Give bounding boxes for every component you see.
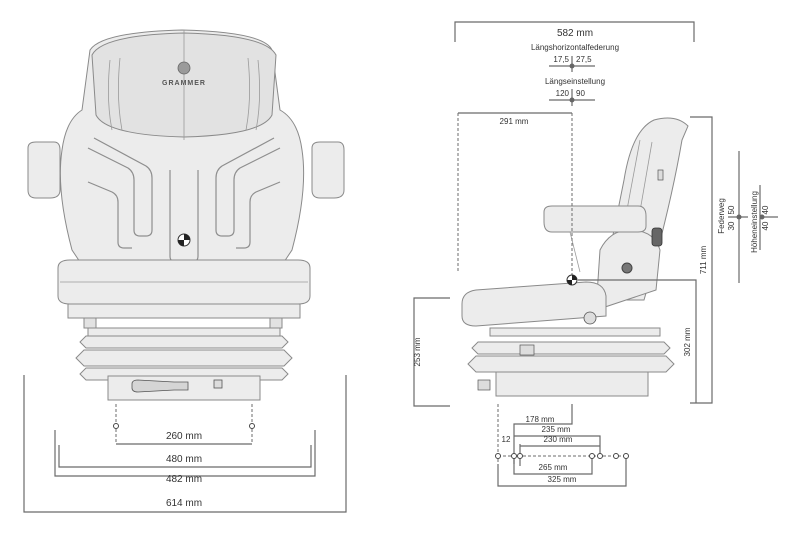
fore-aft-back: 120 (556, 89, 570, 98)
side-base-box (495, 371, 649, 397)
backrest-groove (236, 181, 281, 249)
suspension-travel-down: 30 (727, 221, 736, 230)
front-view-seat: GRAMMER (27, 29, 345, 401)
front-dimensions (23, 375, 347, 513)
horizontal-suspension-label: Längshorizontalfederung (531, 43, 619, 52)
dim-325: 325 mm (548, 475, 577, 484)
suspension-bellow (79, 335, 289, 349)
dim-235: 235 mm (542, 425, 571, 434)
side-bellow (467, 355, 675, 373)
left-armrest (27, 141, 61, 199)
side-dimensions (413, 21, 778, 487)
backrest-groove (87, 137, 153, 237)
dim-482: 482 mm (166, 474, 202, 485)
dim-178: 178 mm (526, 415, 555, 424)
fore-aft-label: Längseinstellung (545, 77, 605, 86)
dim-12: 12 (502, 435, 511, 444)
side-view-seat (461, 117, 689, 397)
dim-582: 582 mm (557, 28, 593, 39)
dim-614: 614 mm (166, 498, 202, 509)
height-adjustment-down: 40 (761, 221, 770, 230)
right-armrest (311, 141, 345, 199)
dim-230: 230 mm (544, 435, 573, 444)
adjustment-lever-icon (131, 379, 189, 393)
height-adjustment-up: 40 (761, 205, 770, 214)
suspension-travel-up: 50 (727, 205, 736, 214)
brand-label: GRAMMER (162, 80, 206, 87)
seat-frame (67, 303, 301, 319)
weight-indicator-icon (213, 379, 223, 389)
dim-265: 265 mm (539, 463, 568, 472)
side-armrest (543, 205, 647, 233)
side-seat-cushion (461, 281, 607, 327)
backrest-groove (215, 137, 281, 237)
suspension-travel-label: Federweg (717, 198, 726, 234)
dim-291: 291 mm (500, 117, 529, 126)
side-rail (489, 327, 661, 337)
backrest-groove (87, 181, 132, 249)
dim-253: 253 mm (413, 337, 422, 366)
dim-302: 302 mm (683, 327, 692, 356)
suspension-plate (87, 327, 281, 337)
horizontal-suspension-back: 17,5 (553, 55, 569, 64)
side-knob-icon (651, 227, 663, 247)
dim-480: 480 mm (166, 454, 202, 465)
dim-260: 260 mm (166, 431, 202, 442)
dim-711: 711 mm (699, 246, 708, 275)
horizontal-suspension-forward: 27,5 (576, 55, 592, 64)
suspension-bellow (75, 349, 293, 367)
fore-aft-forward: 90 (576, 89, 585, 98)
grammer-logo-icon (177, 61, 191, 75)
height-adjustment-label: Höheneinstellung (750, 191, 759, 253)
side-bellow (471, 341, 671, 355)
